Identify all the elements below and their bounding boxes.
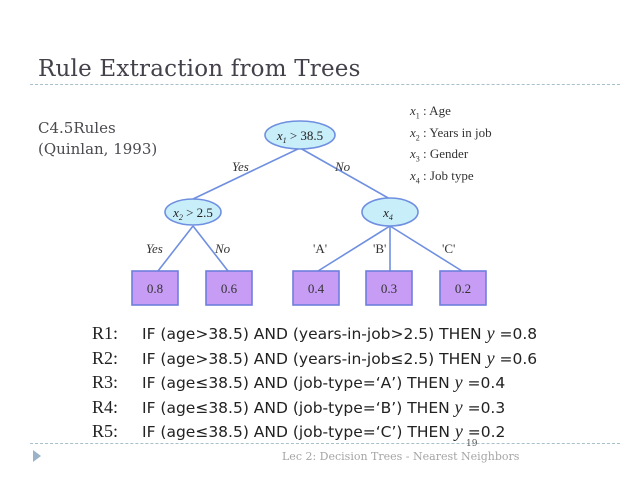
legend-item: x3 : Gender [410, 146, 469, 164]
leaf-node: 0.3 [365, 270, 413, 306]
node-job-type: x4 [361, 197, 419, 227]
slide-title: Rule Extraction from Trees [38, 56, 361, 82]
svg-text:x4: x4 [382, 205, 393, 222]
legend-item: x1 : Age [410, 103, 451, 121]
rule-id: R1: [92, 323, 119, 343]
slide-subtitle: C4.5Rules (Quinlan, 1993) [38, 118, 157, 160]
rule-text: IF (age≤38.5) AND (job-type=‘A’) THEN [142, 374, 455, 392]
rule-text: IF (age≤38.5) AND (job-type=‘B’) THEN [142, 398, 455, 417]
rule-text: IF (age≤38.5) AND (job-type=‘C’) THEN [142, 423, 455, 441]
triangle-bullet-icon [33, 450, 41, 462]
leaf-node: 0.8 [131, 270, 179, 306]
svg-text:0.3: 0.3 [381, 281, 397, 296]
rule-row: R2: IF (age>38.5) AND (years-in-job≤2.5) … [92, 347, 537, 372]
rule-value: =0.3 [462, 398, 506, 417]
rule-row: R5: IF (age≤38.5) AND (job-type=‘C’) THEN… [92, 420, 537, 445]
page-number: 19 [466, 439, 478, 449]
rule-row: R4: IF (age≤38.5) AND (job-type=‘B’) THEN… [92, 396, 537, 421]
edge-label-no: No [334, 159, 351, 174]
edge-label-no-2: No [214, 241, 231, 256]
leaf-node: 0.4 [292, 270, 340, 306]
svg-text:x2 > 2.5: x2 > 2.5 [172, 205, 213, 222]
rule-id: R4: [92, 396, 119, 417]
leaf-node: 0.2 [439, 270, 487, 306]
rule-text: IF (age>38.5) AND (years-in-job>2.5) THE… [142, 325, 487, 343]
edge-label-a: 'A' [313, 241, 327, 256]
footer-text: Lec 2: Decision Trees - Nearest Neighbor… [282, 450, 520, 463]
rule-value: =0.8 [494, 325, 538, 343]
footer-divider [30, 443, 620, 444]
svg-text:0.2: 0.2 [455, 281, 471, 296]
rule-value: =0.2 [462, 423, 506, 441]
leaf-node: 0.6 [205, 270, 253, 306]
title-divider [30, 84, 620, 85]
rule-value: =0.4 [462, 374, 506, 392]
legend-item: x4 : Job type [410, 167, 474, 186]
svg-text:0.6: 0.6 [221, 281, 238, 296]
svg-text:0.8: 0.8 [147, 281, 163, 296]
edge-label-c: 'C' [442, 241, 455, 256]
rule-row: R1: IF (age>38.5) AND (years-in-job>2.5) … [92, 322, 537, 347]
rule-id: R3: [92, 372, 119, 392]
rule-text: IF (age>38.5) AND (years-in-job≤2.5) THE… [142, 349, 487, 368]
subtitle-method: C4.5Rules [38, 119, 116, 137]
decision-tree: x1 > 38.5 Yes No x2 > 2.5 x4 Yes No 'A' … [131, 120, 487, 306]
rule-id: R5: [92, 421, 119, 441]
rule-id: R2: [92, 347, 119, 368]
tree-edges [157, 147, 463, 272]
edge-label-yes: Yes [232, 159, 249, 174]
legend-item: x2 : Years in job [410, 124, 492, 143]
variable-legend: x1 : Age x2 : Years in job x3 : Gender x… [410, 103, 492, 189]
svg-text:0.4: 0.4 [308, 281, 325, 296]
node-years-in-job: x2 > 2.5 [164, 198, 222, 226]
rule-value: =0.6 [494, 349, 538, 368]
rule-row: R3: IF (age≤38.5) AND (job-type=‘A’) THEN… [92, 371, 537, 396]
root-node: x1 > 38.5 [264, 120, 336, 150]
svg-text:x1 > 38.5: x1 > 38.5 [276, 128, 323, 145]
subtitle-citation: (Quinlan, 1993) [38, 140, 158, 158]
edge-label-yes-2: Yes [146, 241, 163, 256]
rules-list: R1: IF (age>38.5) AND (years-in-job>2.5) … [92, 322, 537, 445]
edge-label-b: 'B' [373, 241, 386, 256]
